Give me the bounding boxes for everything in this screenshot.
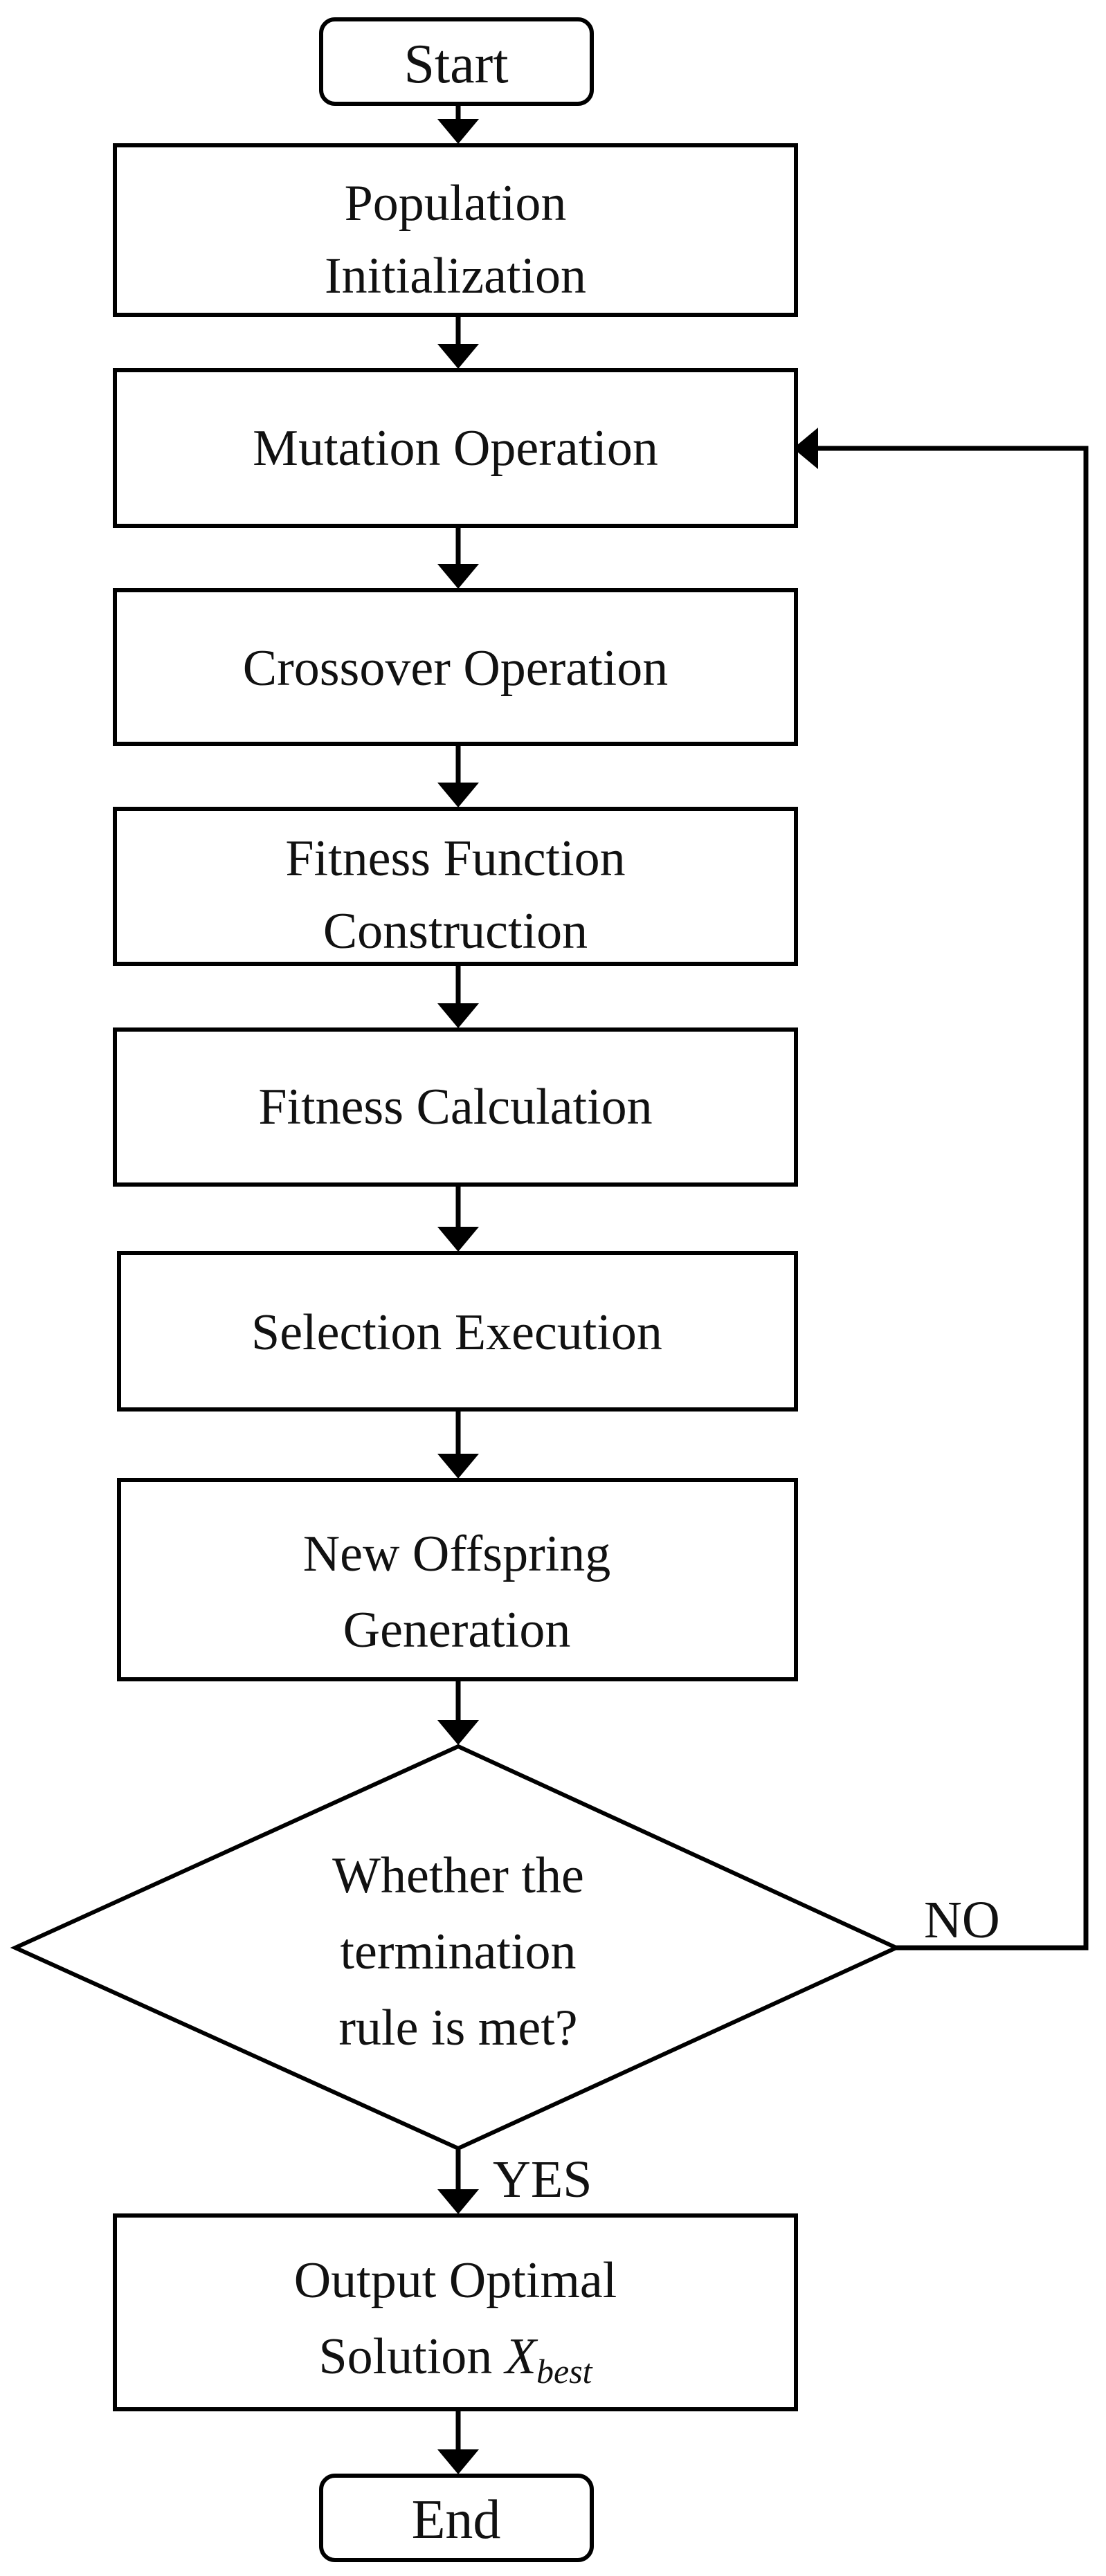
fitness-calculation-label: Fitness Calculation — [258, 1079, 652, 1135]
arrowhead-output — [437, 2189, 479, 2214]
new-offspring-generation-line-2: Generation — [343, 1602, 571, 1659]
selection-execution-label: Selection Execution — [251, 1304, 662, 1361]
population-initialization-line-2: Initialization — [325, 248, 586, 304]
yes-edge-label: YES — [493, 2150, 592, 2209]
end-node: End — [319, 2474, 594, 2562]
population-initialization-line-1: Population — [345, 175, 567, 232]
selection-execution-box: Selection Execution — [117, 1251, 798, 1412]
output-optimal-line-1: Output Optimal — [294, 2252, 617, 2309]
connectors — [437, 104, 1089, 2474]
x-best-subscript: best — [536, 2352, 593, 2391]
fitness-function-construction-box: Fitness Function Construction — [113, 807, 798, 966]
arrowhead-crossover — [437, 564, 479, 589]
arrowhead-population — [437, 119, 479, 144]
arrowhead-fitness-function — [437, 783, 479, 807]
arrowhead-fitness-calc — [437, 1003, 479, 1028]
crossover-operation-label: Crossover Operation — [243, 640, 668, 697]
new-offspring-generation-line-1: New Offspring — [303, 1526, 611, 1582]
arrowhead-loop-to-mutation — [793, 428, 818, 469]
output-optimal-solution-box: Output Optimal Solution Xbest — [113, 2213, 798, 2411]
termination-decision-diamond: Whether the termination rule is met? — [10, 1744, 902, 2151]
output-solution-text: Solution — [318, 2328, 505, 2385]
fitness-function-construction-line-2: Construction — [323, 903, 588, 960]
population-initialization-box: Population Initialization — [113, 143, 798, 317]
fitness-calculation-box: Fitness Calculation — [113, 1027, 798, 1187]
output-optimal-line-2: Solution Xbest — [318, 2328, 592, 2391]
arrowhead-decision — [437, 1720, 479, 1745]
termination-decision-line-1: Whether the — [332, 1847, 584, 1904]
mutation-operation-label: Mutation Operation — [253, 420, 658, 477]
mutation-operation-box: Mutation Operation — [113, 368, 798, 528]
termination-decision-line-2: termination — [340, 1924, 576, 1980]
x-best-variable: X — [503, 2328, 538, 2385]
fitness-function-construction-line-1: Fitness Function — [285, 830, 625, 887]
arrowhead-end — [437, 2449, 479, 2474]
arrowhead-offspring — [437, 1454, 479, 1479]
new-offspring-generation-box: New Offspring Generation — [117, 1478, 798, 1681]
start-label: Start — [404, 34, 508, 95]
arrowhead-selection — [437, 1227, 479, 1252]
crossover-operation-box: Crossover Operation — [113, 588, 798, 746]
arrowhead-mutation — [437, 344, 479, 369]
termination-decision-line-3: rule is met? — [338, 2000, 577, 2056]
start-node: Start — [319, 17, 594, 106]
no-edge-label: NO — [924, 1891, 1000, 1949]
end-label: End — [412, 2490, 501, 2550]
connector-no-loop-back — [818, 446, 1089, 1951]
